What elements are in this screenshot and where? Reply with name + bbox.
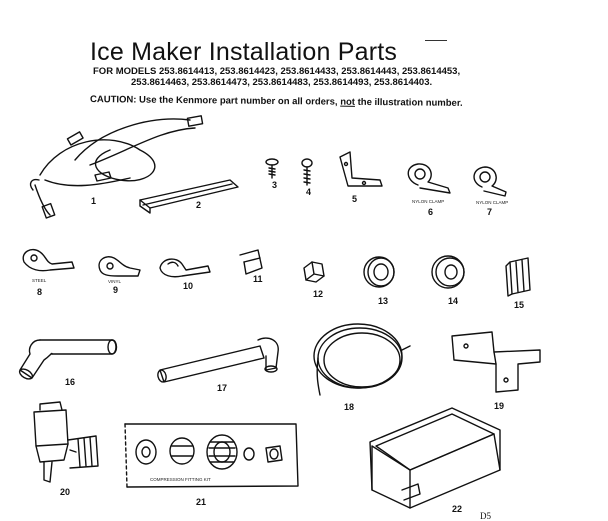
spacer-15-drawing [505,257,531,297]
part-number-11: 11 [253,274,263,284]
part-number-18: 18 [344,402,355,412]
part-number-10: 10 [183,281,194,291]
part-number-14: 14 [448,296,459,306]
diagram-code: D5 [480,511,491,521]
clamp-7-drawing [473,166,507,197]
part-number-13: 13 [378,296,389,306]
clamp-6-label: NYLON CLAMP [412,199,445,204]
screw-4-drawing [301,158,313,186]
models-line-2: 253.8614463, 253.8614473, 253.8614483, 2… [131,77,433,88]
part-number-6: 6 [428,207,434,217]
clip-11-drawing [239,249,263,275]
fitting-kit-21-drawing [124,423,299,488]
part-number-7: 7 [487,207,493,217]
clamp-6-drawing [407,163,451,194]
clamp-7-label: NYLON CLAMP [476,200,509,205]
part-number-8: 8 [37,287,43,297]
models-list: FOR MODELS 253.8614413, 253.8614423, 253… [93,66,563,88]
water-valve-20-drawing [33,401,99,483]
part-number-4: 4 [306,187,312,197]
grommet-14-drawing [431,255,465,289]
part-number-1: 1 [91,196,97,206]
fill-tube-16-drawing [18,339,118,380]
part-number-19: 19 [494,401,505,411]
part-number-5: 5 [352,194,358,204]
part-number-22: 22 [452,504,463,514]
page-title: Ice Maker Installation Parts [90,38,398,66]
screw-3-drawing [265,158,279,179]
clamp-8-label: STEEL [32,278,47,283]
part-number-21: 21 [196,497,207,507]
part-number-12: 12 [313,289,324,299]
part-number-3: 3 [272,180,278,190]
nut-12-drawing [303,261,325,283]
part-number-17: 17 [217,383,228,393]
wire-channel-drawing [139,179,239,214]
clamp-9-label: VINYL [108,279,122,284]
fill-tube-17-drawing [157,337,279,383]
clamp-8-drawing [22,248,75,272]
part-number-15: 15 [514,300,525,310]
part-number-2: 2 [196,200,202,210]
bracket-5-drawing [339,151,383,187]
part-number-16: 16 [65,377,76,387]
clamp-10-drawing [159,258,211,278]
ice-bin-22-drawing [369,407,501,509]
part-number-9: 9 [113,285,119,295]
mounting-bracket-19-drawing [451,331,541,393]
kit-21-label: COMPRESSION FITTING KIT [150,477,211,482]
wire-harness-drawing [29,115,204,219]
clamp-9-drawing [98,256,141,277]
part-number-20: 20 [60,487,71,497]
models-line-1: FOR MODELS 253.8614413, 253.8614423, 253… [93,66,461,77]
water-tubing-18-drawing [313,323,411,396]
grommet-13-drawing [363,256,395,288]
header-rule [425,40,447,41]
